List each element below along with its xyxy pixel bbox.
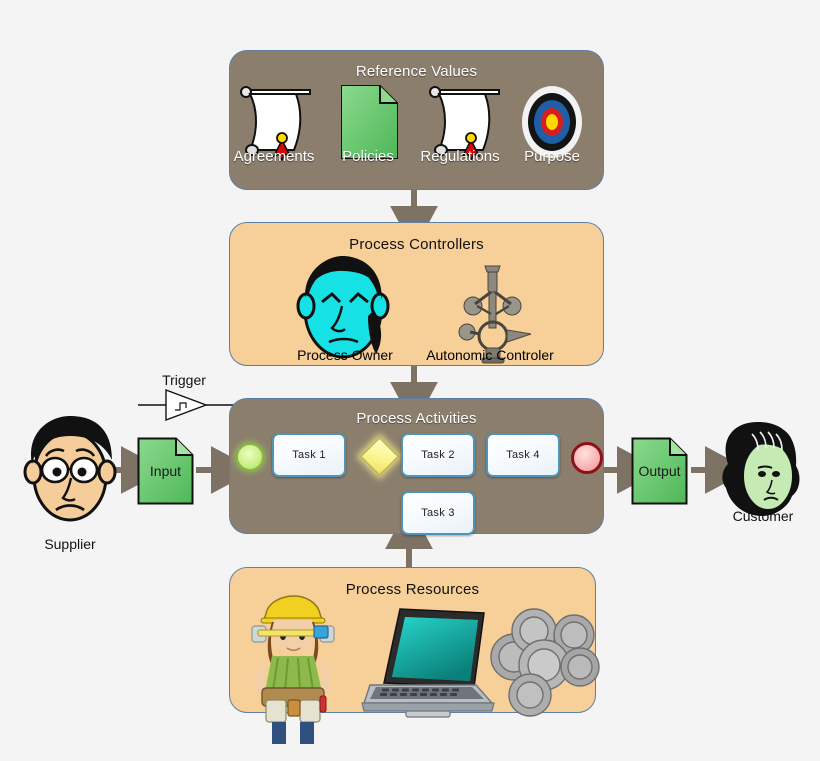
task-2[interactable]: Task 2	[401, 433, 475, 477]
task-3[interactable]: Task 3	[401, 491, 475, 535]
output-document-label: Output	[638, 463, 681, 479]
panel-process-controllers[interactable]: Process Controllers	[229, 222, 604, 366]
task-3-label: Task 3	[421, 507, 455, 519]
task-1-label: Task 1	[292, 449, 326, 461]
panel-title-process-controllers: Process Controllers	[349, 236, 484, 253]
input-document-shape	[137, 437, 194, 505]
schmitt-trigger-icon	[165, 388, 208, 422]
start-event[interactable]	[236, 443, 264, 471]
icon-label-policies: Policies	[342, 148, 394, 165]
panel-title-process-activities: Process Activities	[356, 410, 477, 427]
panel-process-resources[interactable]: Process Resources	[229, 567, 596, 713]
trigger-label: Trigger	[162, 372, 206, 388]
customer-label: Customer	[732, 508, 794, 524]
end-event[interactable]	[571, 442, 603, 474]
panel-title-process-resources: Process Resources	[345, 581, 480, 598]
icon-label-process-owner: Process Owner	[297, 347, 393, 363]
task-4-label: Task 4	[506, 449, 540, 461]
task-2-label: Task 2	[421, 449, 455, 461]
output-document-shape	[631, 437, 688, 505]
icon-label-purpose: Purpose	[524, 148, 580, 165]
input-document-label: Input	[149, 463, 182, 479]
panel-title-reference-values: Reference Values	[355, 63, 478, 80]
task-1[interactable]: Task 1	[272, 433, 346, 477]
input-document[interactable]: Input	[137, 437, 194, 505]
task-4[interactable]: Task 4	[486, 433, 560, 477]
icon-label-agreements: Agreements	[233, 148, 315, 165]
icon-label-autonomic-controller: Autonomic Controler	[426, 347, 554, 363]
supplier-label: Supplier	[44, 536, 96, 552]
panel-reference-values[interactable]: Reference Values	[229, 50, 604, 190]
output-document[interactable]: Output	[631, 437, 688, 505]
icon-label-regulations: Regulations	[420, 148, 500, 165]
